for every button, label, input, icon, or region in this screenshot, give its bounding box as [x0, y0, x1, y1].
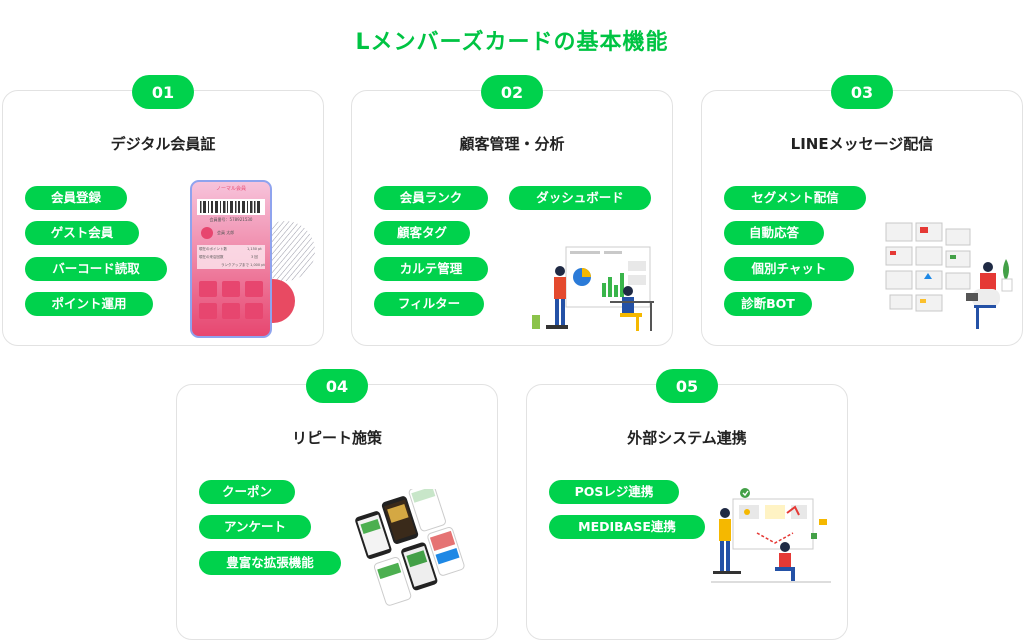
smartphone-screens-illustration: [351, 482, 491, 609]
feature-pill: 顧客タグ: [374, 221, 470, 245]
card-title: デジタル会員証: [110, 135, 216, 153]
phone-row-label: 現在の来店回数: [199, 255, 224, 259]
phone-row-label: ランクアップまで 1,000 pt: [221, 263, 265, 267]
feature-pill: 会員登録: [25, 186, 127, 210]
card-title: 顧客管理・分析: [459, 135, 565, 153]
feature-pill: アンケート: [199, 515, 311, 539]
feature-pill: 個別チャット: [724, 257, 854, 281]
feature-pill: 豊富な拡張機能: [199, 551, 341, 575]
feature-pill: MEDIBASE連携: [549, 515, 705, 539]
feature-card-digital-membership: 01 デジタル会員証 会員登録 ゲスト会員 バーコード読取 ポイント運用: [2, 75, 324, 346]
phone-header-label: ノーマル会員: [215, 186, 246, 192]
card-title: リピート施策: [291, 429, 382, 447]
feature-card-external-integration: 05 外部システム連携 POSレジ連携 MEDIBASE連携: [526, 369, 848, 640]
feature-pill: バーコード読取: [25, 257, 167, 281]
card-title: LINEメッセージ配信: [790, 135, 934, 153]
feature-pill: フィルター: [374, 292, 484, 316]
card-number-badge: 01: [132, 75, 194, 109]
feature-pill: セグメント配信: [724, 186, 866, 210]
member-card-phone-illustration: ノーマル会員 会員番号：578921530 会員 太郎 現在のポイント数 1,1…: [185, 177, 317, 341]
phone-row-label: 現在のポイント数: [199, 247, 227, 251]
feature-pill: ダッシュボード: [509, 186, 651, 210]
phone-row-value: 3 回: [251, 255, 258, 259]
feature-card-line-messaging: 03 LINEメッセージ配信 セグメント配信 自動応答 個別チャット 診断BOT: [701, 75, 1023, 346]
card-number-badge: 05: [656, 369, 718, 403]
card-title: 外部システム連携: [627, 429, 747, 447]
feature-pill: ポイント運用: [25, 292, 153, 316]
feature-pill: ゲスト会員: [25, 221, 139, 245]
feature-pill: クーポン: [199, 480, 295, 504]
card-number-badge: 03: [831, 75, 893, 109]
feature-pill: 診断BOT: [724, 292, 812, 316]
phone-member-number: 会員番号：578921530: [209, 217, 253, 222]
system-integration-illustration: [703, 485, 839, 589]
phone-row-value: 1,150 pt: [247, 247, 262, 251]
feature-pill: POSレジ連携: [549, 480, 679, 504]
feature-card-customer-management: 02 顧客管理・分析 会員ランク ダッシュボード 顧客タグ カルテ管理 フィルタ…: [351, 75, 673, 346]
feature-pill: カルテ管理: [374, 257, 488, 281]
feature-card-repeat-measures: 04 リピート施策 クーポン アンケート 豊富な拡張機能: [176, 369, 498, 640]
page-title: Lメンバーズカードの基本機能: [355, 30, 669, 55]
card-number-badge: 02: [481, 75, 543, 109]
phone-member-name: 会員 太郎: [217, 230, 235, 235]
feature-pill: 自動応答: [724, 221, 824, 245]
card-number-badge: 04: [306, 369, 368, 403]
message-delivery-illustration: [880, 219, 1020, 339]
feature-pill: 会員ランク: [374, 186, 488, 210]
analytics-dashboard-illustration: [524, 237, 664, 337]
